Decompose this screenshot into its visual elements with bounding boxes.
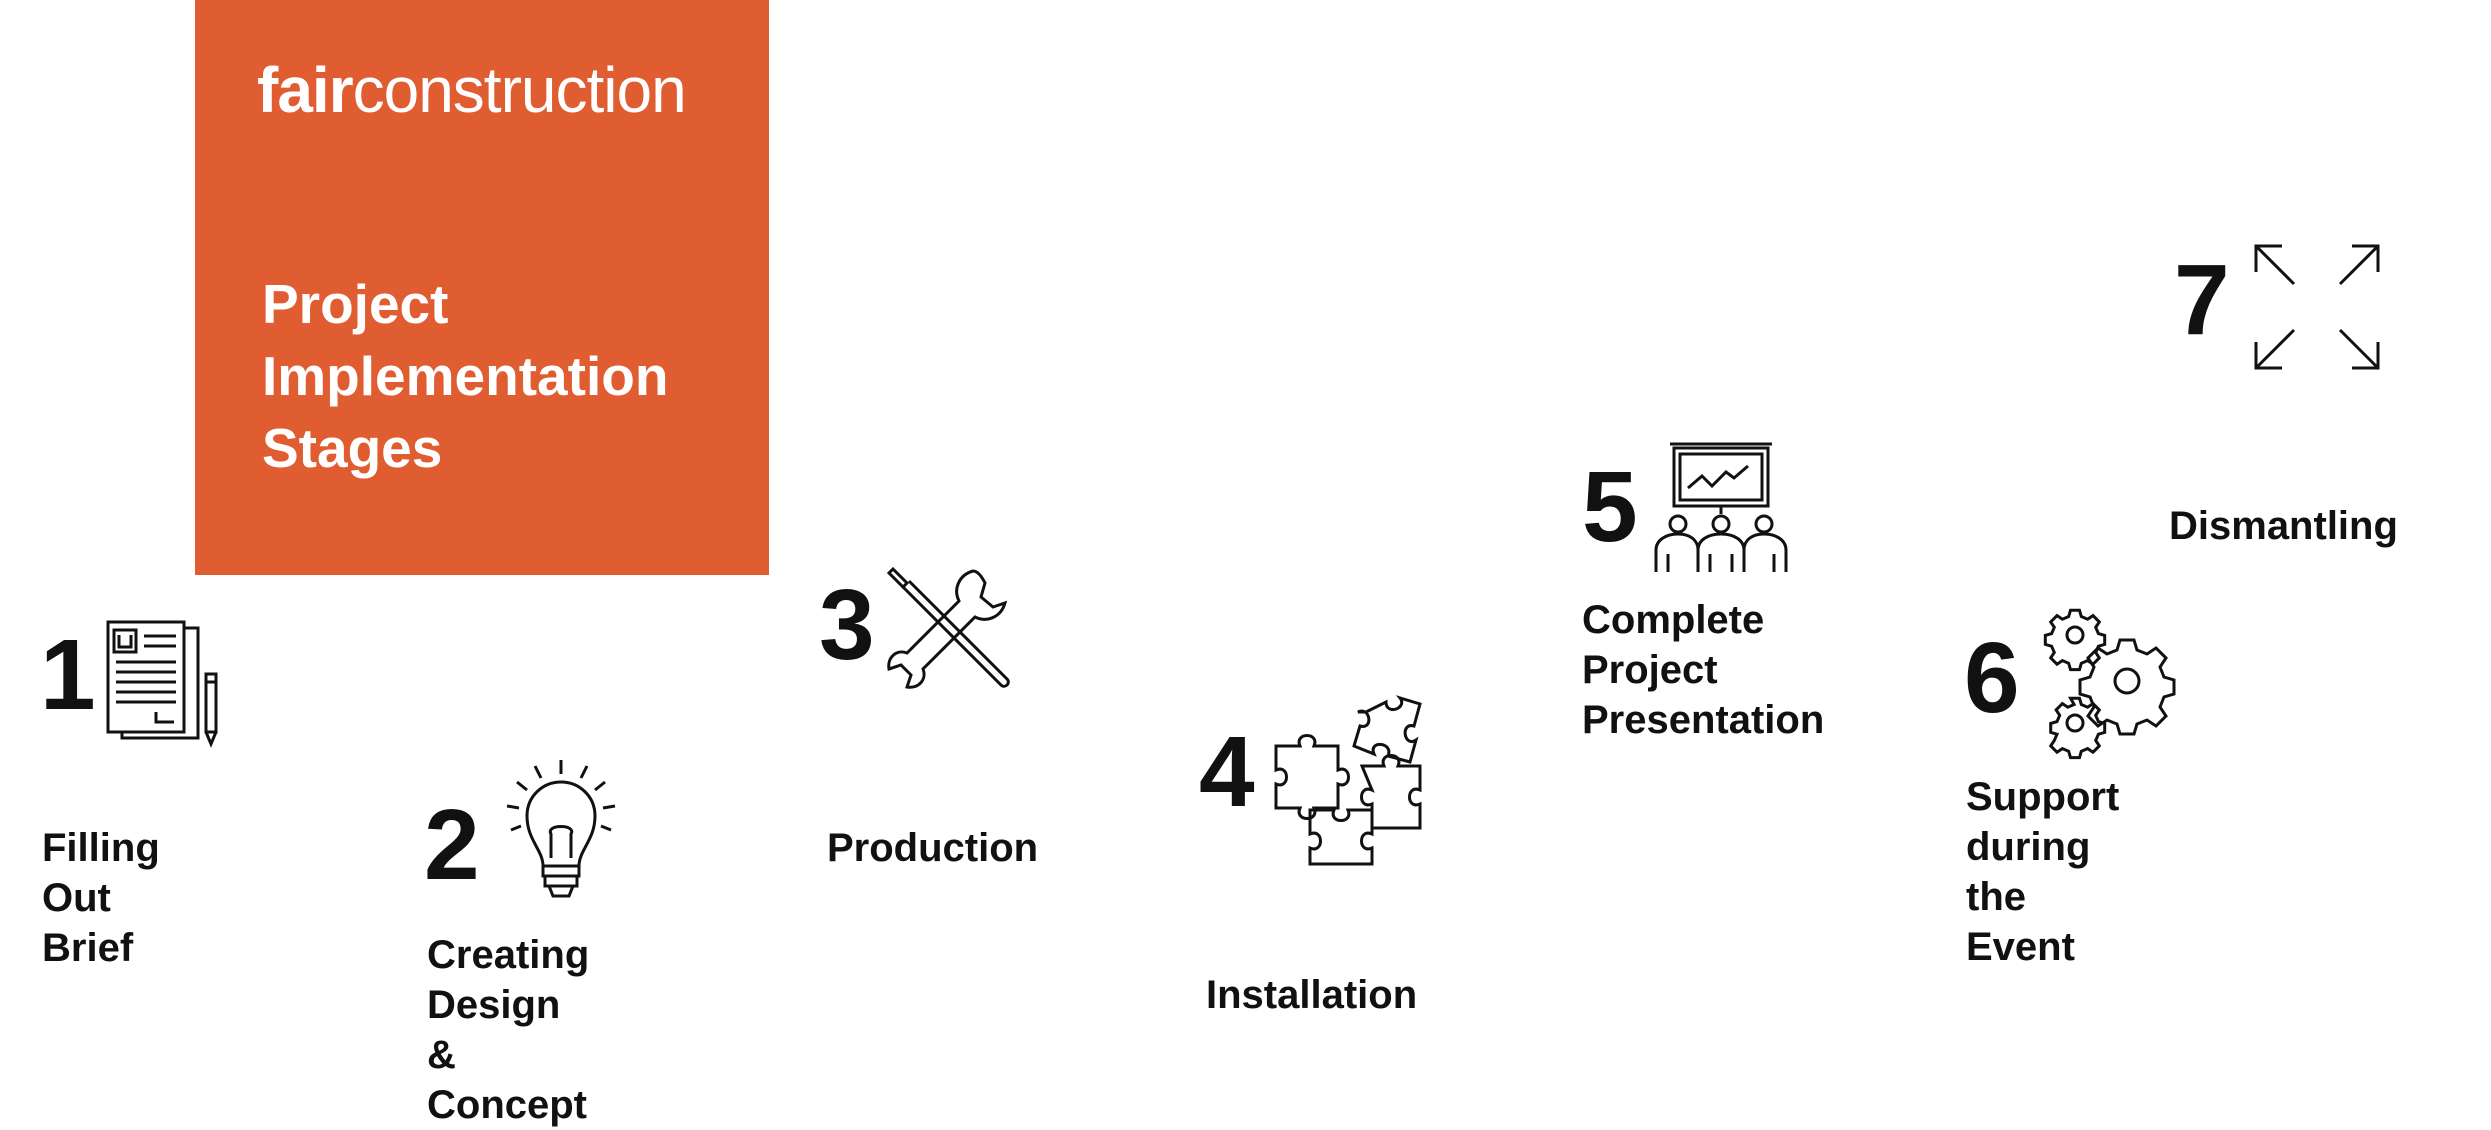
stage-label: Production [827, 826, 1039, 870]
brand-logo-bold: fair [257, 54, 354, 126]
stage-label: Creating Design & Concept [427, 933, 590, 1127]
brand-logo-light: construction [352, 54, 687, 126]
stage-number: 5 [1582, 451, 1638, 563]
expand-arrows-icon [2252, 242, 2382, 372]
document-pen-icon [100, 618, 226, 748]
stage-number: 6 [1964, 622, 2020, 734]
tools-icon [885, 565, 1015, 695]
stage-label: Filling Out Brief [42, 826, 160, 970]
stage-number: 1 [40, 619, 96, 731]
stage-number: 4 [1199, 716, 1255, 828]
puzzle-icon [1270, 698, 1430, 868]
brand-logo: fairconstruction [257, 58, 687, 122]
stage-number: 7 [2174, 244, 2230, 356]
lightbulb-icon [505, 758, 617, 906]
stage-number: 3 [819, 569, 875, 681]
stage-number: 2 [424, 789, 480, 901]
brand-block: fairconstruction Project Implementation … [195, 0, 769, 575]
stage-label: Dismantling [2169, 504, 2398, 548]
gears-icon [2035, 605, 2167, 757]
stage-label: Installation [1206, 973, 1418, 1017]
stage-label: Complete Project Presentation [1582, 598, 1825, 742]
page-title: Project Implementation Stages [262, 273, 669, 479]
stage-label: Support during the Event [1966, 775, 2120, 969]
presentation-icon [1650, 440, 1792, 574]
